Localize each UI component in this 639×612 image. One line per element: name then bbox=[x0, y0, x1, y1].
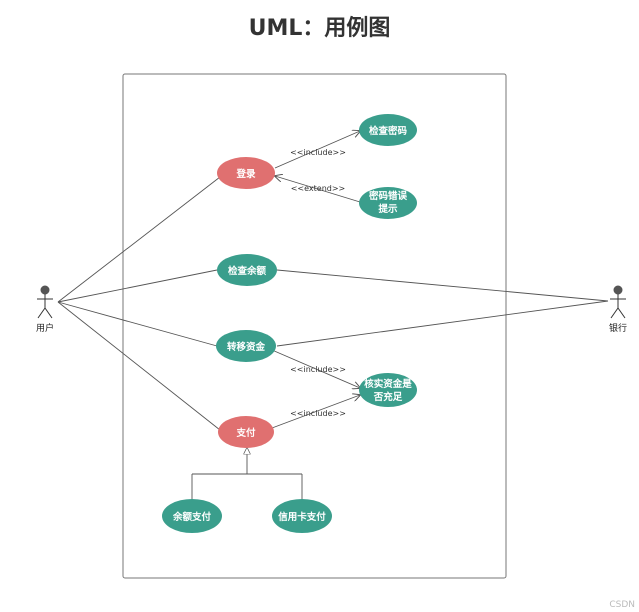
use-case-check-password[interactable]: 检查密码 bbox=[359, 114, 417, 146]
use-case-verify-funds-line2: 否充足 bbox=[373, 391, 403, 403]
use-case-login-label: 登录 bbox=[235, 168, 256, 180]
watermark: CSDN bbox=[609, 600, 635, 610]
actor-bank-label: 银行 bbox=[609, 322, 627, 334]
include-pay-verify-funds bbox=[271, 395, 360, 429]
use-case-pay[interactable]: 支付 bbox=[218, 416, 274, 448]
stereotype-extend: <<extend>> bbox=[291, 184, 346, 193]
use-case-check-balance-label: 检查余额 bbox=[228, 265, 267, 277]
actor-user-label: 用户 bbox=[36, 322, 54, 334]
assoc-user-pay bbox=[57, 301, 221, 431]
use-case-check-password-label: 检查密码 bbox=[369, 125, 408, 137]
use-case-pay-label: 支付 bbox=[235, 427, 256, 439]
use-case-check-balance[interactable]: 检查余额 bbox=[217, 254, 277, 286]
assoc-bank-transfer bbox=[276, 300, 609, 347]
use-case-password-error[interactable]: 密码错误 提示 bbox=[359, 187, 417, 219]
system-boundary bbox=[122, 73, 507, 579]
stereotype-include-3: <<include>> bbox=[290, 409, 346, 418]
use-case-login[interactable]: 登录 bbox=[217, 157, 275, 189]
stereotype-include-2: <<include>> bbox=[290, 365, 346, 374]
include-transfer-verify-funds bbox=[271, 349, 360, 388]
use-case-credit-pay[interactable]: 信用卡支付 bbox=[272, 499, 332, 533]
use-case-verify-funds-line1: 核实资金是 bbox=[364, 378, 412, 390]
use-case-transfer[interactable]: 转移资金 bbox=[216, 330, 276, 362]
use-case-balance-pay-label: 余额支付 bbox=[172, 511, 212, 523]
include-login-check-password bbox=[274, 131, 360, 169]
assoc-user-transfer bbox=[57, 301, 218, 347]
use-case-transfer-label: 转移资金 bbox=[227, 341, 266, 353]
actor-user-icon bbox=[37, 285, 53, 319]
assoc-user-login bbox=[57, 176, 221, 303]
user-associations bbox=[57, 176, 221, 431]
bank-associations bbox=[276, 269, 609, 347]
assoc-bank-check-balance bbox=[276, 269, 609, 302]
use-case-credit-pay-label: 信用卡支付 bbox=[278, 511, 326, 523]
use-case-balance-pay[interactable]: 余额支付 bbox=[162, 499, 222, 533]
assoc-user-check-balance bbox=[57, 269, 218, 303]
use-case-password-error-line2: 提示 bbox=[378, 203, 398, 215]
diagram-title: UML：用例图 bbox=[248, 16, 391, 41]
extend-password-error-login bbox=[275, 176, 361, 203]
use-case-password-error-line1: 密码错误 bbox=[368, 190, 408, 202]
actor-bank-icon bbox=[610, 285, 626, 319]
generalization-pay bbox=[191, 448, 303, 500]
stereotype-include-1: <<include>> bbox=[290, 148, 346, 157]
use-case-verify-funds[interactable]: 核实资金是 否充足 bbox=[359, 373, 417, 407]
